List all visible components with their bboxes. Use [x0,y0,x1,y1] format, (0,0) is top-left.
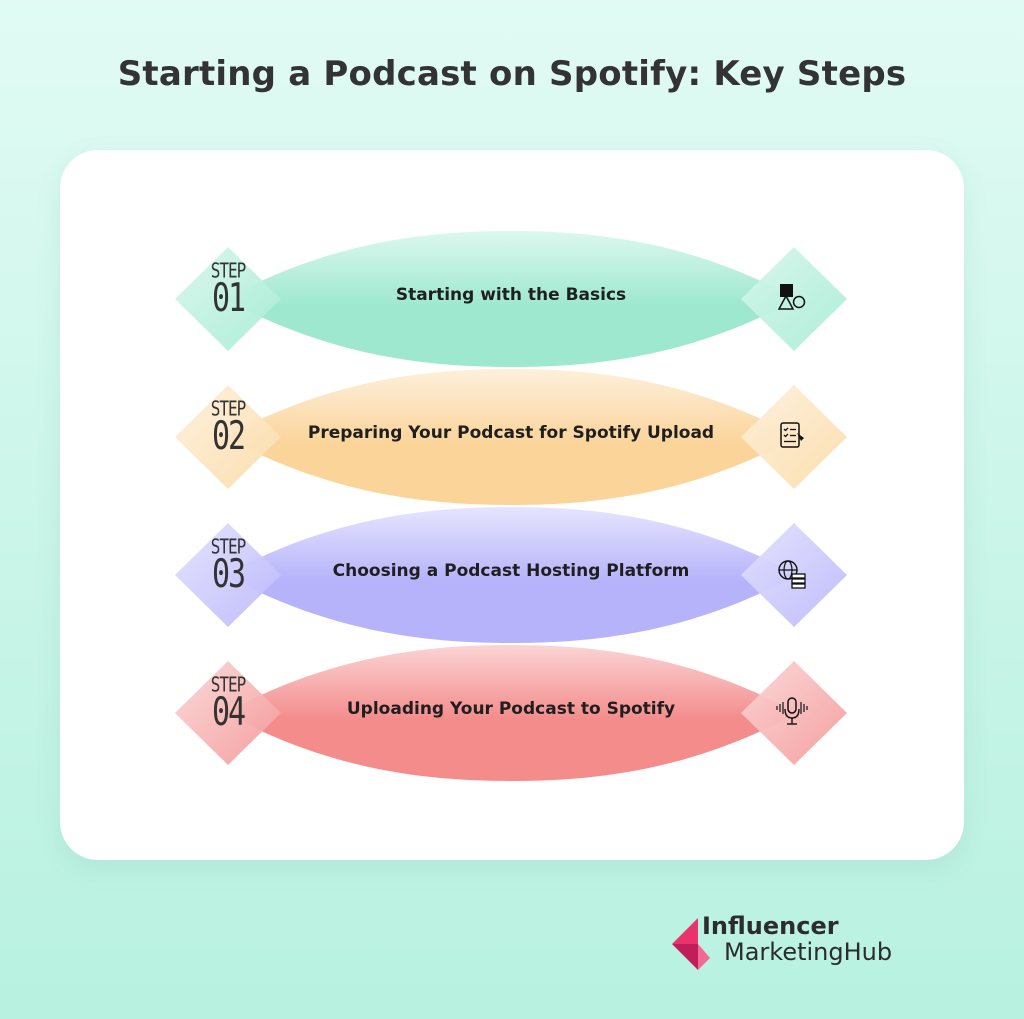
microphone-icon [776,697,808,725]
step-2-label: Preparing Your Podcast for Spotify Uploa… [307,423,715,443]
step-1: STEP 01 Starting with the Basics [175,229,847,369]
page-title: Starting a Podcast on Spotify: Key Steps [117,54,907,94]
logo-mark-icon [672,918,710,970]
step-3: STEP 03 Choosing a Podcast Hosting Platf… [175,505,847,645]
step-3-label: Choosing a Podcast Hosting Platform [332,561,690,581]
step-2-shape [175,369,847,505]
step-4: STEP 04 Uploading Your Podcast to Spotif… [175,643,847,783]
step-4-label: Uploading Your Podcast to Spotify [346,699,676,719]
step-3-number: 03 [211,551,246,598]
step-4-shape [175,645,847,781]
step-4-word: STEP [210,672,247,697]
step-4-number: 04 [211,689,246,736]
step-1-label: Starting with the Basics [395,285,627,305]
step-2-number: 02 [211,413,246,460]
step-1-word: STEP [210,258,247,283]
checklist-icon [780,422,804,448]
logo-text-line1: Influencer [702,912,839,940]
logo-text-line2: MarketingHub [724,938,893,966]
influencer-marketing-hub-logo: Influencer MarketingHub [672,912,912,972]
step-2: STEP 02 Preparing Your Podcast for Spoti… [175,367,847,507]
step-3-word: STEP [210,534,247,559]
step-2-word: STEP [210,396,247,421]
globe-server-icon [778,560,806,589]
shapes-icon [777,284,806,310]
step-1-number: 01 [211,275,246,322]
